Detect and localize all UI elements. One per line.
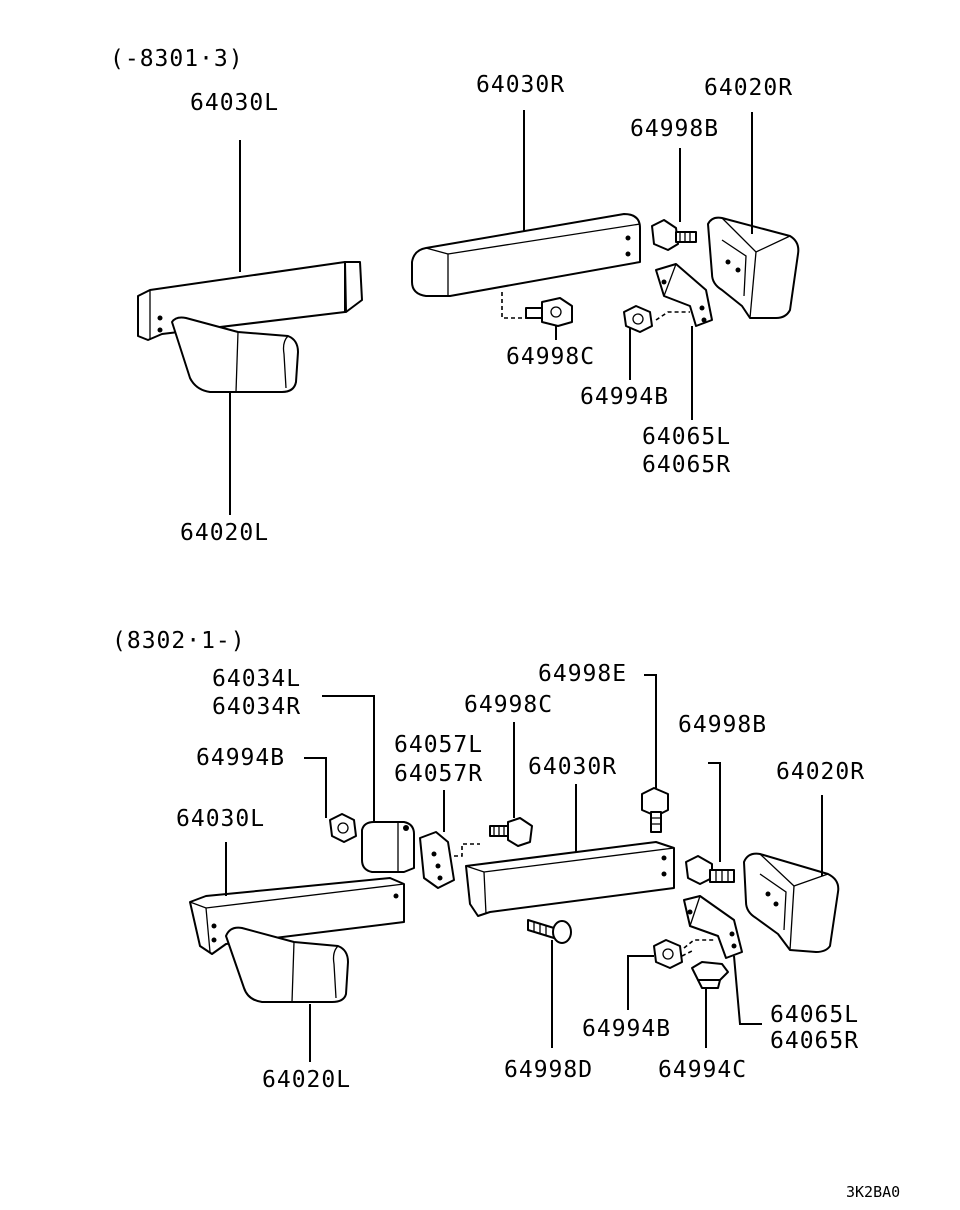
top-section: (-8301·3) 64030L 64020L 64030R bbox=[110, 46, 800, 546]
label-64065L-top: 64065L bbox=[642, 424, 731, 450]
part-64998B-top bbox=[651, 219, 697, 251]
label-64065L-bottom: 64065L bbox=[770, 1002, 859, 1028]
label-64030L-bottom: 64030L bbox=[176, 806, 265, 832]
part-64020L-top bbox=[171, 316, 299, 393]
part-64020R-top bbox=[707, 216, 800, 319]
label-64057R-bottom: 64057R bbox=[394, 761, 483, 787]
label-64998C-top: 64998C bbox=[506, 344, 595, 370]
label-64998B-top: 64998B bbox=[630, 116, 719, 142]
label-64994B-top: 64994B bbox=[580, 384, 669, 410]
part-64994B-bottom-b bbox=[653, 939, 695, 969]
label-64994C-bottom: 64994C bbox=[658, 1057, 747, 1083]
label-64034R-bottom: 64034R bbox=[212, 694, 301, 720]
part-64065-top bbox=[655, 263, 713, 327]
part-64998C-top bbox=[501, 292, 573, 327]
diagram-code: 3K2BA0 bbox=[846, 1183, 900, 1201]
bottom-section: (8302·1-) 64034L 64034R 64994B 64057L 64… bbox=[112, 628, 865, 1093]
part-64994C-bottom bbox=[691, 961, 729, 989]
part-64034-bottom bbox=[361, 821, 415, 873]
part-64030R-bottom bbox=[465, 841, 675, 917]
part-64057-bottom bbox=[419, 831, 480, 889]
bottom-range-label: (8302·1-) bbox=[112, 628, 246, 654]
part-64998B-bottom bbox=[685, 855, 735, 885]
label-64998B-bottom: 64998B bbox=[678, 712, 767, 738]
label-64998C-bottom: 64998C bbox=[464, 692, 553, 718]
part-64998E-bottom bbox=[641, 787, 669, 833]
part-64998D-bottom bbox=[527, 919, 572, 944]
part-64994B-bottom-a bbox=[329, 813, 357, 843]
part-64065-bottom bbox=[683, 895, 743, 959]
label-64034L-bottom: 64034L bbox=[212, 666, 301, 692]
label-64020L-bottom: 64020L bbox=[262, 1067, 351, 1093]
part-64020L-bottom bbox=[225, 926, 349, 1003]
label-64020R-bottom: 64020R bbox=[776, 759, 865, 785]
label-64065R-top: 64065R bbox=[642, 452, 731, 478]
label-64030L-top: 64030L bbox=[190, 90, 279, 116]
part-64030R-top bbox=[411, 213, 641, 297]
part-64994B-top bbox=[623, 305, 653, 333]
label-64998E-bottom: 64998E bbox=[538, 661, 627, 687]
label-64030R-top: 64030R bbox=[476, 72, 565, 98]
part-64998C-bottom bbox=[489, 817, 533, 847]
part-64030L-top bbox=[137, 261, 363, 341]
label-64020R-top: 64020R bbox=[704, 75, 793, 101]
label-64065R-bottom: 64065R bbox=[770, 1028, 859, 1054]
label-64057L-bottom: 64057L bbox=[394, 732, 483, 758]
label-64998D-bottom: 64998D bbox=[504, 1057, 593, 1083]
top-range-label: (-8301·3) bbox=[110, 46, 244, 72]
part-64020R-bottom bbox=[743, 852, 840, 953]
label-64030R-bottom: 64030R bbox=[528, 754, 617, 780]
label-64994B-bottom-b: 64994B bbox=[582, 1016, 671, 1042]
label-64020L-top: 64020L bbox=[180, 520, 269, 546]
label-64994B-bottom-a: 64994B bbox=[196, 745, 285, 771]
